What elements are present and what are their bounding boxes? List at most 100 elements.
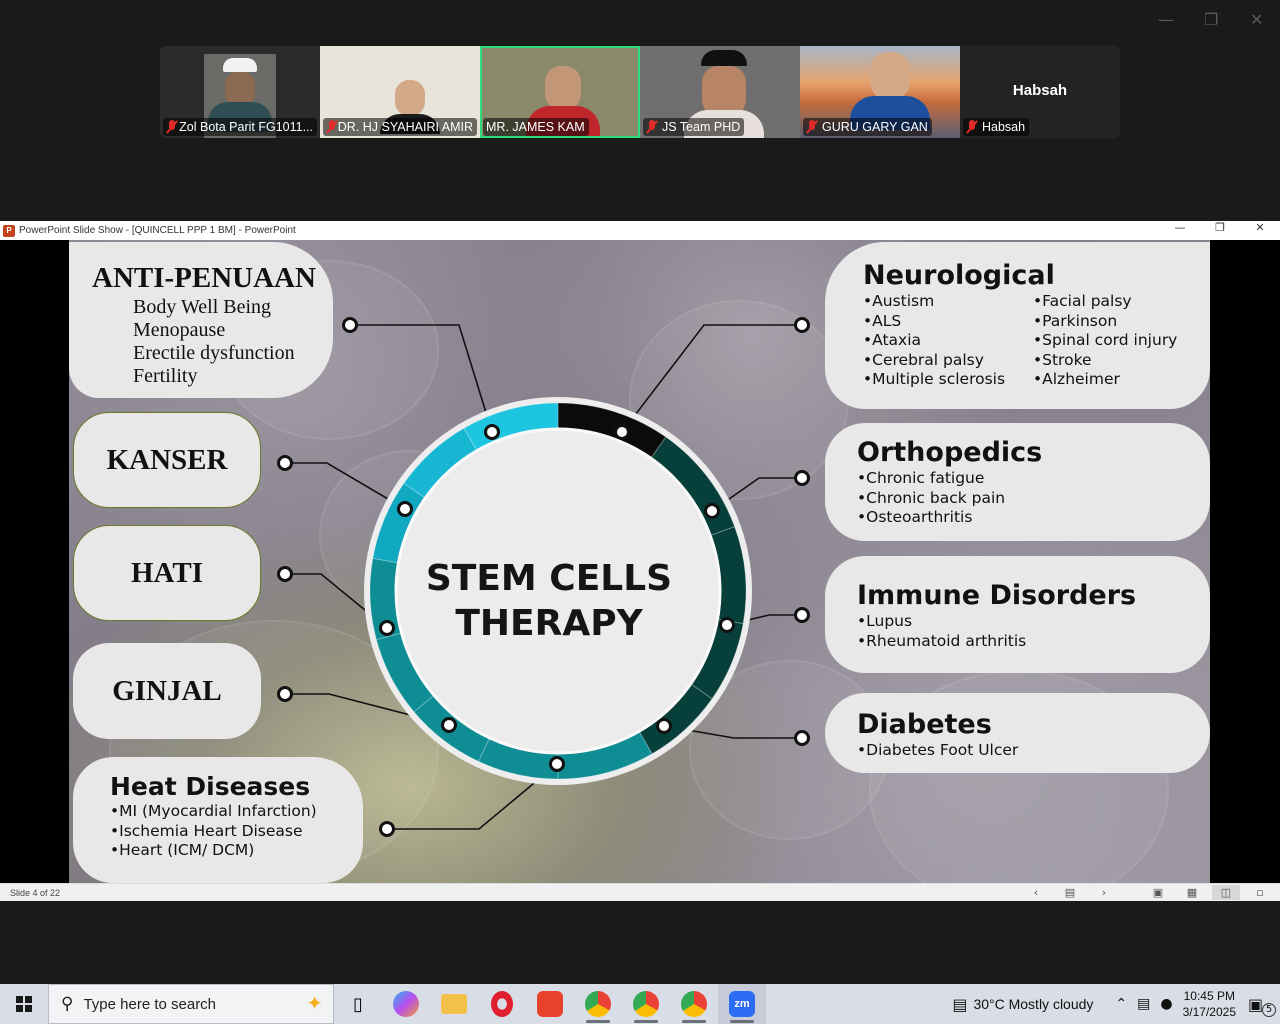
next-slide-icon[interactable]: › xyxy=(1090,885,1118,900)
zoom-button[interactable]: zm xyxy=(718,984,766,1024)
zoom-icon: zm xyxy=(729,991,755,1017)
participant-tile[interactable]: Habsah Habsah xyxy=(960,46,1120,138)
ortho-item: •Osteoarthritis xyxy=(857,508,1210,528)
network-icon[interactable]: ▤ xyxy=(1137,996,1150,1012)
hati-label: HATI xyxy=(131,557,203,590)
ppt-statusbar: Slide 4 of 22 ‹ ▤ › ▣ ▦ ◫ ▫ xyxy=(0,883,1280,901)
ppt-window-title: PowerPoint Slide Show - [QUINCELL PPP 1 … xyxy=(19,225,296,236)
slide[interactable]: STEM CELLS THERAPY ANTI-PENUAAN Body Wel… xyxy=(69,240,1210,883)
box-neurological: Neurological •Austism •ALS •Ataxia •Cere… xyxy=(825,242,1210,409)
reading-view-icon[interactable]: ◫ xyxy=(1212,885,1240,900)
participant-tile[interactable]: DR. HJ SYAHAIRI AMIR xyxy=(320,46,480,138)
minimize-icon[interactable]: — xyxy=(1158,10,1174,29)
clock[interactable]: 10:45 PM 3/17/2025 xyxy=(1183,988,1236,1020)
weather-text[interactable]: 30°C Mostly cloudy xyxy=(973,996,1093,1012)
search-icon: ⚲ xyxy=(61,994,73,1014)
connector-dot xyxy=(796,732,809,745)
chrome-profile-button[interactable] xyxy=(622,984,670,1024)
participant-name: GURU GARY GAN xyxy=(803,118,932,136)
connector-dot xyxy=(796,319,809,332)
task-view-icon: ▯ xyxy=(353,994,363,1015)
taskbar-search-box[interactable]: ⚲ Type here to search ✦ xyxy=(48,984,334,1024)
orthopedics-title: Orthopedics xyxy=(857,437,1210,469)
notifications-icon[interactable]: ▣5 xyxy=(1248,995,1280,1014)
immune-disorders-title: Immune Disorders xyxy=(857,580,1210,612)
file-explorer-button[interactable] xyxy=(430,984,478,1024)
system-tray: ▤ 30°C Mostly cloudy ⌃ ▤ ● 10:45 PM 3/17… xyxy=(952,984,1280,1024)
copilot-icon xyxy=(393,991,419,1017)
chevron-up-icon[interactable]: ⌃ xyxy=(1115,996,1127,1012)
connector-dot xyxy=(796,609,809,622)
kanser-label: KANSER xyxy=(107,444,228,477)
ginjal-label: GINJAL xyxy=(112,675,222,708)
box-kanser: KANSER xyxy=(73,412,261,508)
slide-counter: Slide 4 of 22 xyxy=(10,888,60,898)
anti-penuaan-item: Erectile dysfunction xyxy=(133,342,333,365)
participant-tile-active-speaker[interactable]: MR. JAMES KAM xyxy=(480,46,640,138)
box-heat-diseases: Heat Diseases •MI (Myocardial Infarction… xyxy=(73,757,363,883)
participant-tile[interactable]: GURU GARY GAN xyxy=(800,46,960,138)
center-title-line2: THERAPY xyxy=(399,601,699,646)
heat-item: •Heart (ICM/ DCM) xyxy=(110,841,363,861)
copilot-button[interactable] xyxy=(382,984,430,1024)
connector-dot xyxy=(551,758,564,771)
mic-muted-icon xyxy=(966,120,978,134)
diabetes-item: •Diabetes Foot Ulcer xyxy=(857,741,1210,761)
clock-time: 10:45 PM xyxy=(1183,988,1236,1004)
task-view-button[interactable]: ▯ xyxy=(334,984,382,1024)
connector-dot xyxy=(279,457,292,470)
wps-icon xyxy=(537,991,563,1017)
restore-icon[interactable]: ❐ xyxy=(1204,10,1218,29)
neuro-item: •Parkinson xyxy=(1033,312,1177,332)
neuro-item: •Multiple sclerosis xyxy=(863,370,1033,390)
participant-avatar-name: Habsah xyxy=(960,82,1120,99)
participant-name: DR. HJ SYAHAIRI AMIR xyxy=(323,118,477,136)
participant-tile[interactable]: Zol Bota Parit FG1011... xyxy=(160,46,320,138)
box-orthopedics: Orthopedics •Chronic fatigue •Chronic ba… xyxy=(825,423,1210,541)
participant-strip: Zol Bota Parit FG1011... DR. HJ SYAHAIRI… xyxy=(160,46,1120,138)
slideshow-view-icon[interactable]: ▫ xyxy=(1246,885,1274,900)
chrome-button[interactable] xyxy=(574,984,622,1024)
neuro-item: •Stroke xyxy=(1033,351,1177,371)
close-icon[interactable]: ✕ xyxy=(1250,10,1263,29)
anti-penuaan-title: ANTI-PENUAAN xyxy=(92,262,333,294)
normal-view-icon[interactable]: ▣ xyxy=(1144,885,1172,900)
mic-muted-icon xyxy=(326,120,334,134)
notification-count: 5 xyxy=(1262,1003,1276,1017)
connector-dot xyxy=(399,503,412,516)
connector-dot xyxy=(279,568,292,581)
ppt-minimize-icon[interactable]: — xyxy=(1160,221,1200,234)
connector-dot xyxy=(381,622,394,635)
slide-menu-icon[interactable]: ▤ xyxy=(1056,885,1084,900)
ppt-close-icon[interactable]: ✕ xyxy=(1240,221,1280,234)
previous-slide-icon[interactable]: ‹ xyxy=(1022,885,1050,900)
chrome-icon xyxy=(585,991,611,1017)
immune-item: •Rheumatoid arthritis xyxy=(857,632,1210,652)
participant-name: Zol Bota Parit FG1011... xyxy=(163,118,317,136)
chrome-profile-button[interactable] xyxy=(670,984,718,1024)
box-anti-penuaan: ANTI-PENUAAN Body Well Being Menopause E… xyxy=(69,242,333,398)
slide-sorter-icon[interactable]: ▦ xyxy=(1178,885,1206,900)
mic-muted-icon xyxy=(646,120,658,134)
wps-button[interactable] xyxy=(526,984,574,1024)
anti-penuaan-item: Fertility xyxy=(133,365,333,388)
box-diabetes: Diabetes •Diabetes Foot Ulcer xyxy=(825,693,1210,773)
connector-dot xyxy=(658,720,671,733)
ppt-restore-icon[interactable]: ❐ xyxy=(1200,221,1240,234)
participant-tile[interactable]: JS Team PHD xyxy=(640,46,800,138)
box-hati: HATI xyxy=(73,525,261,621)
opera-button[interactable] xyxy=(478,984,526,1024)
start-button[interactable] xyxy=(0,984,48,1024)
slide-center-title: STEM CELLS THERAPY xyxy=(399,556,699,646)
chrome-icon xyxy=(633,991,659,1017)
anti-penuaan-item: Menopause xyxy=(133,319,333,342)
opera-icon xyxy=(491,991,513,1017)
weather-icon: ▤ xyxy=(952,995,967,1014)
search-placeholder: Type here to search xyxy=(83,996,216,1013)
neuro-item: •Ataxia xyxy=(863,331,1033,351)
connector-dot xyxy=(381,823,394,836)
chrome-icon xyxy=(681,991,707,1017)
connector-dot xyxy=(279,688,292,701)
microphone-icon[interactable]: ● xyxy=(1160,996,1172,1012)
